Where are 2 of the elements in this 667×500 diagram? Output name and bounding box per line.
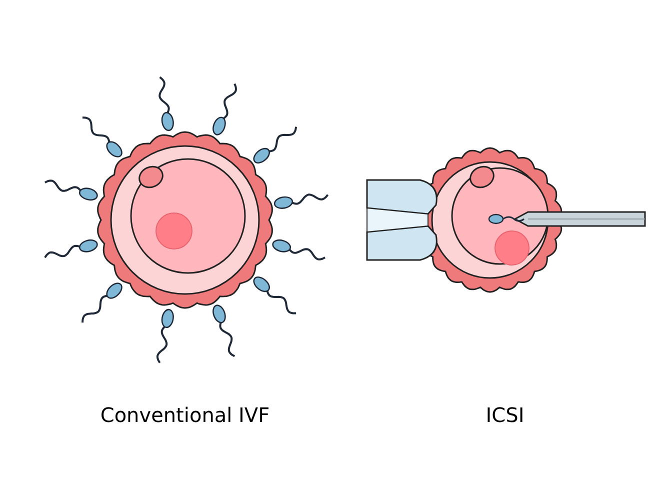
diagram-label: Conventional IVF	[99, 402, 271, 429]
diagram-label: ICSI	[484, 402, 526, 429]
